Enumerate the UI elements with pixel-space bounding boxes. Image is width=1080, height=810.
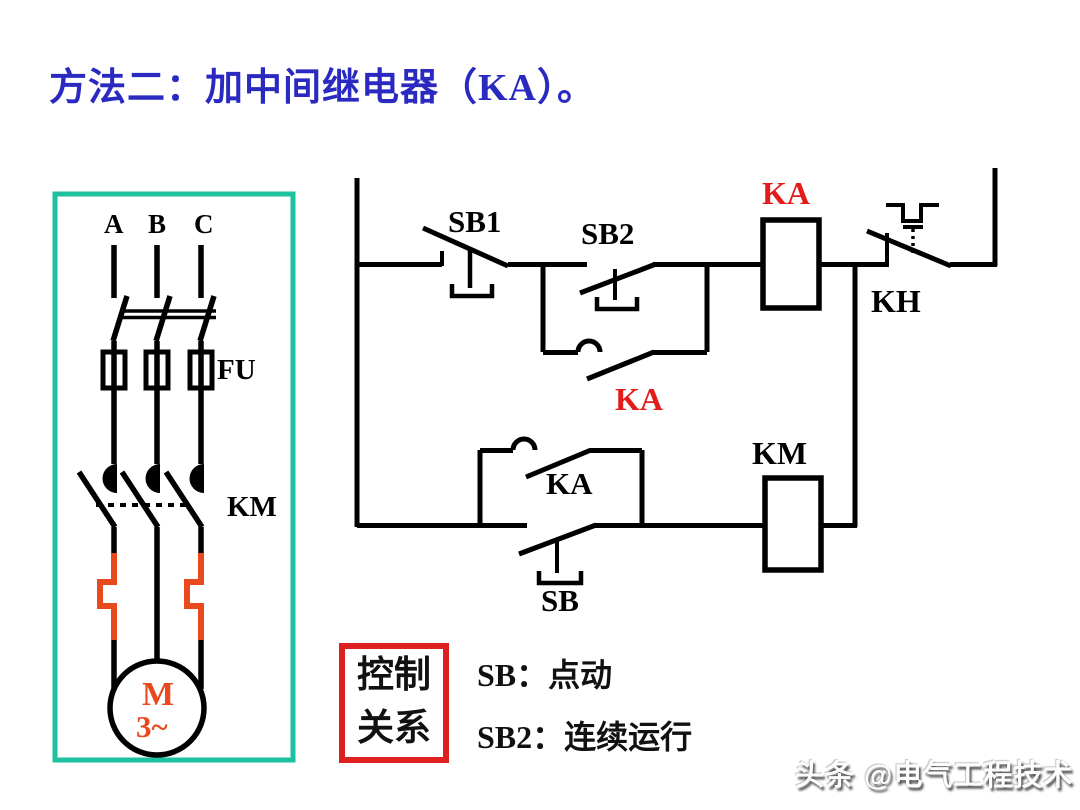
main-power-circuit — [52, 191, 296, 763]
fuses-fu — [100, 349, 215, 391]
control-circuit — [354, 168, 998, 586]
thermal-heater-elements — [97, 553, 204, 640]
km-coil-label: KM — [752, 435, 808, 471]
control-relation-line2: 关系 — [357, 708, 431, 749]
motor-circle — [107, 658, 207, 758]
ka-coil-label: KA — [762, 175, 810, 211]
bus-lines — [354, 168, 998, 527]
page-title: 方法二：加中间继电器（KA）。 — [49, 67, 597, 109]
sb-label: SB — [541, 583, 579, 618]
phase-label-b: B — [148, 209, 167, 239]
motor-leads — [111, 527, 204, 689]
main-circuit-border — [52, 191, 296, 763]
km-main-contacts — [76, 464, 205, 529]
kh-nc-contact — [866, 203, 952, 269]
motor-label: M — [142, 676, 175, 713]
ka-seal-contact-label: KA — [615, 381, 663, 417]
phase-lines — [111, 245, 204, 464]
disconnect-switch-qs — [110, 295, 217, 342]
ka-coil — [760, 217, 822, 311]
phase-label-c: C — [194, 209, 214, 239]
ka-seal-contact — [540, 264, 710, 382]
watermark: 头条 @电气工程技术 — [795, 760, 1074, 792]
fuse-label: FU — [217, 354, 256, 386]
motor-type-label: 3~ — [136, 709, 168, 744]
kh-label: KH — [871, 283, 921, 319]
sb1-label: SB1 — [448, 204, 502, 239]
phase-label-a: A — [104, 209, 124, 239]
legend-item-sb2: SB2：连续运行 — [477, 719, 693, 755]
legend-item-sb: SB：点动 — [477, 657, 613, 693]
control-relation-box: 控制 关系 — [339, 643, 449, 763]
control-relation-line1: 控制 — [357, 655, 431, 697]
ka-jog-contact — [477, 436, 645, 525]
km-coil — [762, 475, 824, 573]
ka-jog-contact-label: KA — [546, 466, 593, 501]
km-contacts-label: KM — [227, 491, 277, 523]
sb1-nc-button — [421, 225, 510, 299]
sb-no-button — [518, 522, 597, 586]
sb2-no-button — [579, 261, 657, 312]
sb2-label: SB2 — [581, 216, 635, 251]
